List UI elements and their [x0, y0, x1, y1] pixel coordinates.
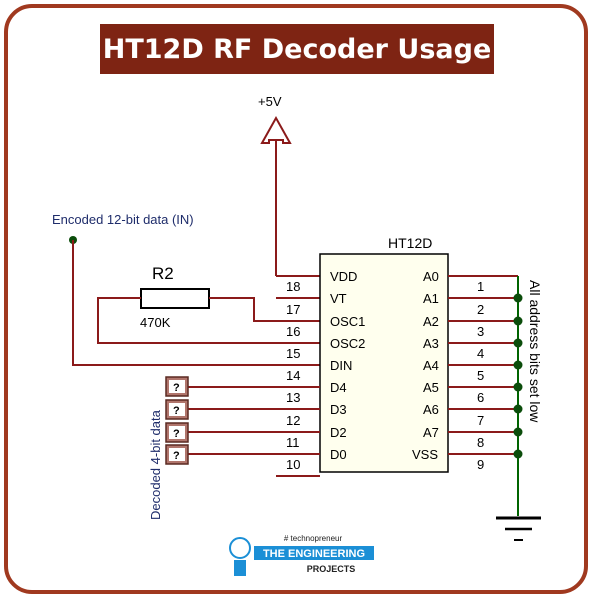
pin-number: 16: [286, 324, 300, 339]
ht12d-chip: [319, 253, 449, 473]
pin-number: 1: [477, 279, 484, 294]
probe-state: ?: [173, 405, 180, 417]
pin-name: A7: [423, 425, 439, 440]
input-label: Encoded 12-bit data (IN): [52, 212, 194, 227]
junction-dot: [513, 293, 523, 303]
resistor-value: 470K: [140, 315, 171, 330]
logo-tag: # technopreneur: [284, 534, 343, 543]
pin-number: 6: [477, 390, 484, 405]
probe-window: [169, 448, 185, 461]
supply-label: +5V: [258, 94, 282, 109]
pin-number: 7: [477, 413, 484, 428]
pin-name: VDD: [330, 269, 357, 284]
osc2-wire: [97, 297, 320, 344]
pin-number: 15: [286, 346, 300, 361]
pin-name: D2: [330, 425, 347, 440]
outer-frame: [4, 4, 588, 594]
logo-line2: PROJECTS: [307, 564, 356, 574]
pin-number: 5: [477, 368, 484, 383]
chip-name: HT12D: [388, 235, 432, 251]
pin-number: 4: [477, 346, 484, 361]
pin-name: A4: [423, 358, 439, 373]
pin-number: 8: [477, 435, 484, 450]
junction-dot: [513, 427, 523, 437]
din-wire: [72, 240, 320, 366]
pin-name: D3: [330, 402, 347, 417]
brand-logo: # technopreneur THE ENGINEERING PROJECTS: [229, 534, 374, 576]
pin-name: A5: [423, 380, 439, 395]
power-arrow: [260, 115, 292, 144]
junction-dots: [513, 293, 523, 459]
resistor-r2: [140, 288, 210, 309]
decoded-label: Decoded 4-bit data: [148, 409, 163, 520]
ground-symbol: [496, 516, 541, 541]
pin-name: VT: [330, 291, 347, 306]
robot-icon: [229, 537, 251, 559]
pin-name: OSC2: [330, 336, 365, 351]
pin-number: 3: [477, 324, 484, 339]
pin-name: OSC1: [330, 314, 365, 329]
junction-dot: [513, 382, 523, 392]
junction-dot: [513, 449, 523, 459]
pin-number: 14: [286, 368, 300, 383]
pin-number: 9: [477, 457, 484, 472]
address-wires: [448, 275, 518, 455]
probe-window: [169, 380, 185, 393]
pin-number: 2: [477, 302, 484, 317]
right-pin-labels: A0 A1 A2 A3 A4 A5 A6 A7 VSS 1 2 3 4 5 6 …: [412, 269, 484, 472]
pin-number: 10: [286, 457, 300, 472]
pin-name: VSS: [412, 447, 438, 462]
diagram-title: HT12D RF Decoder Usage: [100, 24, 494, 74]
probe-window: [169, 426, 185, 439]
probe-state: ?: [173, 450, 180, 462]
pin-number: 12: [286, 413, 300, 428]
pin-name: D4: [330, 380, 347, 395]
pin-name: DIN: [330, 358, 352, 373]
junction-dot: [513, 404, 523, 414]
probe-state: ?: [173, 428, 180, 440]
logo-line1: THE ENGINEERING: [263, 548, 365, 560]
pin-name: A2: [423, 314, 439, 329]
pin-name: A3: [423, 336, 439, 351]
resistor-ref: R2: [152, 264, 174, 283]
pin-number: 13: [286, 390, 300, 405]
junction-dot: [513, 360, 523, 370]
junction-dot: [513, 316, 523, 326]
robot-body: [234, 560, 246, 576]
pin-number: 17: [286, 302, 300, 317]
left-pin-labels: 18 17 16 15 14 13 12 11 10 VDD VT OSC1 O…: [286, 269, 365, 472]
probe-state: ?: [173, 382, 180, 394]
pin-name: D0: [330, 447, 347, 462]
junction-dot: [513, 338, 523, 348]
osc1-wire: [209, 297, 320, 322]
data-outputs: ? ? ? ?: [165, 376, 320, 477]
logo-banner: [254, 546, 374, 560]
probe-window: [169, 403, 185, 416]
address-note: All address bits set low: [527, 280, 543, 423]
pin-number: 11: [286, 435, 300, 450]
pin-name: A1: [423, 291, 439, 306]
pin-number: 18: [286, 279, 300, 294]
pin-name: A6: [423, 402, 439, 417]
pin-name: A0: [423, 269, 439, 284]
